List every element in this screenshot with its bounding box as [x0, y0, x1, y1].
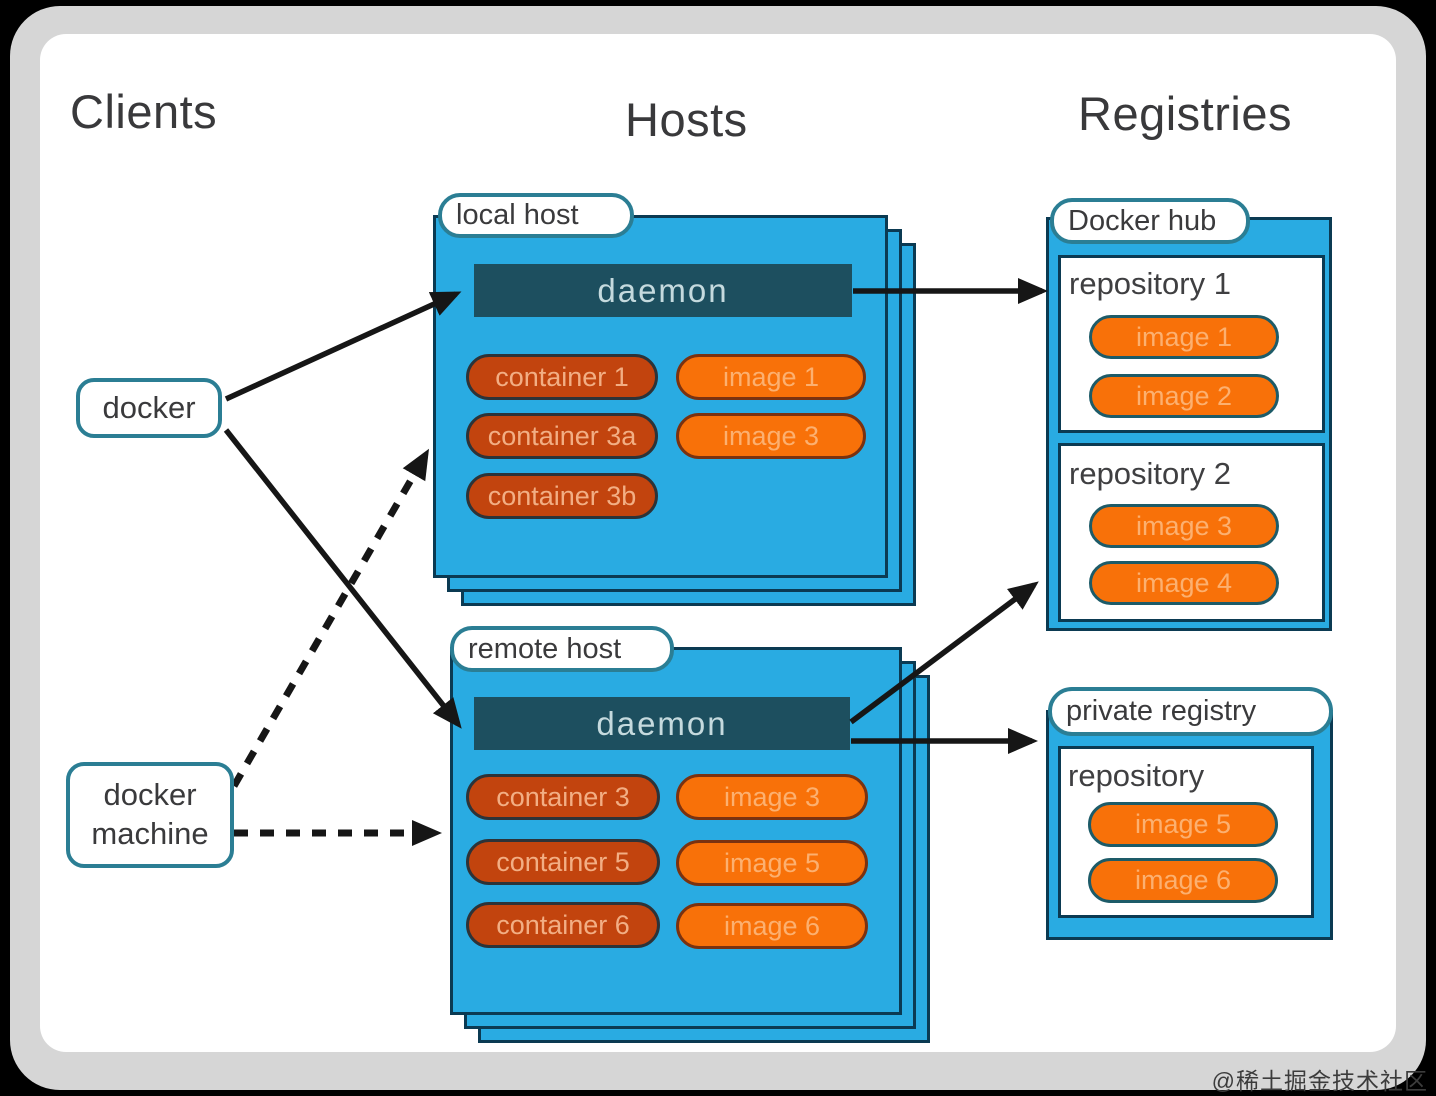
remote-host-daemon-bar: daemon — [474, 697, 850, 750]
repository-2-title: repository 2 — [1069, 456, 1231, 491]
container-pill: container 3 — [466, 774, 660, 820]
container-pill: container 3a — [466, 413, 658, 459]
container-pill: container 3b — [466, 473, 658, 519]
container-pill: container 6 — [466, 902, 660, 948]
docker-machine-client-box: docker machine — [66, 762, 234, 868]
repository-1-title: repository 1 — [1069, 266, 1231, 301]
container-pill: container 5 — [466, 839, 660, 885]
container-pill: container 1 — [466, 354, 658, 400]
docker-client-box: docker — [76, 378, 222, 438]
image-pill: image 3 — [1089, 504, 1279, 548]
clients-heading: Clients — [70, 85, 218, 138]
hosts-heading: Hosts — [625, 93, 748, 146]
image-pill: image 3 — [676, 774, 868, 820]
local-host-daemon-bar: daemon — [474, 264, 852, 317]
image-pill: image 2 — [1089, 374, 1279, 418]
image-pill: image 5 — [1088, 802, 1278, 847]
image-pill: image 1 — [1089, 315, 1279, 359]
private-repository-title: repository — [1068, 758, 1205, 793]
watermark: @稀土掘金技术社区 — [1211, 1068, 1428, 1094]
image-pill: image 1 — [676, 354, 866, 400]
image-pill: image 6 — [676, 903, 868, 949]
docker-hub-tab: Docker hub — [1050, 198, 1250, 244]
registries-heading: Registries — [1078, 87, 1292, 140]
image-pill: image 4 — [1089, 561, 1279, 605]
private-registry-tab: private registry — [1048, 687, 1333, 736]
image-pill: image 3 — [676, 413, 866, 459]
image-pill: image 5 — [676, 840, 868, 886]
local-host-tab: local host — [438, 193, 634, 238]
image-pill: image 6 — [1088, 858, 1278, 903]
remote-host-tab: remote host — [450, 626, 674, 672]
